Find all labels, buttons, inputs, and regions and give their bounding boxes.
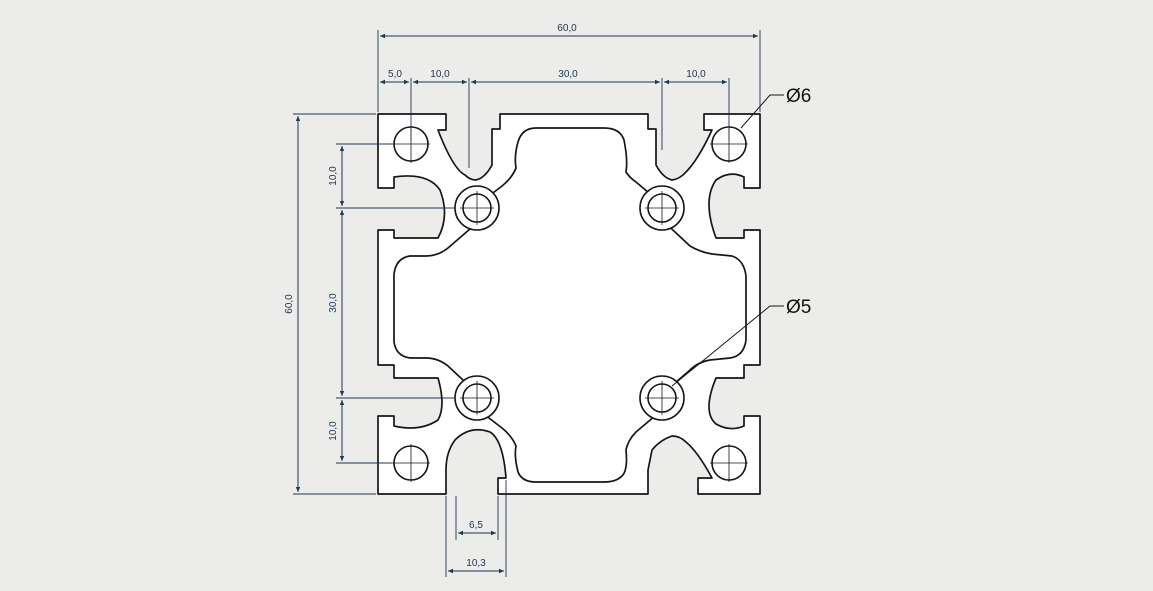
- dim-overall-height-label: 60,0: [284, 294, 295, 314]
- core-hole-bottom-left: [454, 375, 500, 421]
- dim-slot-width-label: 6,5: [469, 520, 483, 531]
- dim-overall-width-label: 60,0: [557, 23, 577, 34]
- callout-corner-hole: Ø6: [740, 86, 811, 129]
- dim-overall-width: 60,0: [380, 23, 758, 39]
- callout-core-hole-label: Ø5: [786, 297, 811, 318]
- core-hole-top-left: [454, 185, 500, 231]
- callout-corner-hole-label: Ø6: [786, 86, 811, 107]
- dim-left-upper-label: 10,0: [328, 166, 339, 186]
- corner-hole-bottom-right: [710, 444, 748, 482]
- dim-overall-height: 60,0: [284, 116, 301, 492]
- dim-slot-width: 6,5: [458, 520, 496, 536]
- dim-top-offset-label: 5,0: [388, 69, 402, 80]
- dim-slot-outer-width-label: 10,3: [466, 558, 486, 569]
- dim-top-slot-right-label: 10,0: [686, 69, 706, 80]
- dim-slot-outer-width: 10,3: [448, 558, 504, 574]
- core-hole-bottom-right: [639, 375, 685, 421]
- corner-hole-bottom-left: [392, 444, 430, 482]
- dim-left-middle-label: 30,0: [328, 293, 339, 313]
- dim-top-chain: 5,0 10,0 30,0 10,0: [380, 69, 727, 85]
- core-hole-top-right: [639, 185, 685, 231]
- callout-core-hole: Ø5: [671, 297, 811, 387]
- dim-left-chain: 10,0 30,0 10,0: [328, 146, 345, 461]
- dim-top-center-label: 30,0: [558, 69, 578, 80]
- dim-left-lower-label: 10,0: [328, 421, 339, 441]
- dim-top-slot-left-label: 10,0: [430, 69, 450, 80]
